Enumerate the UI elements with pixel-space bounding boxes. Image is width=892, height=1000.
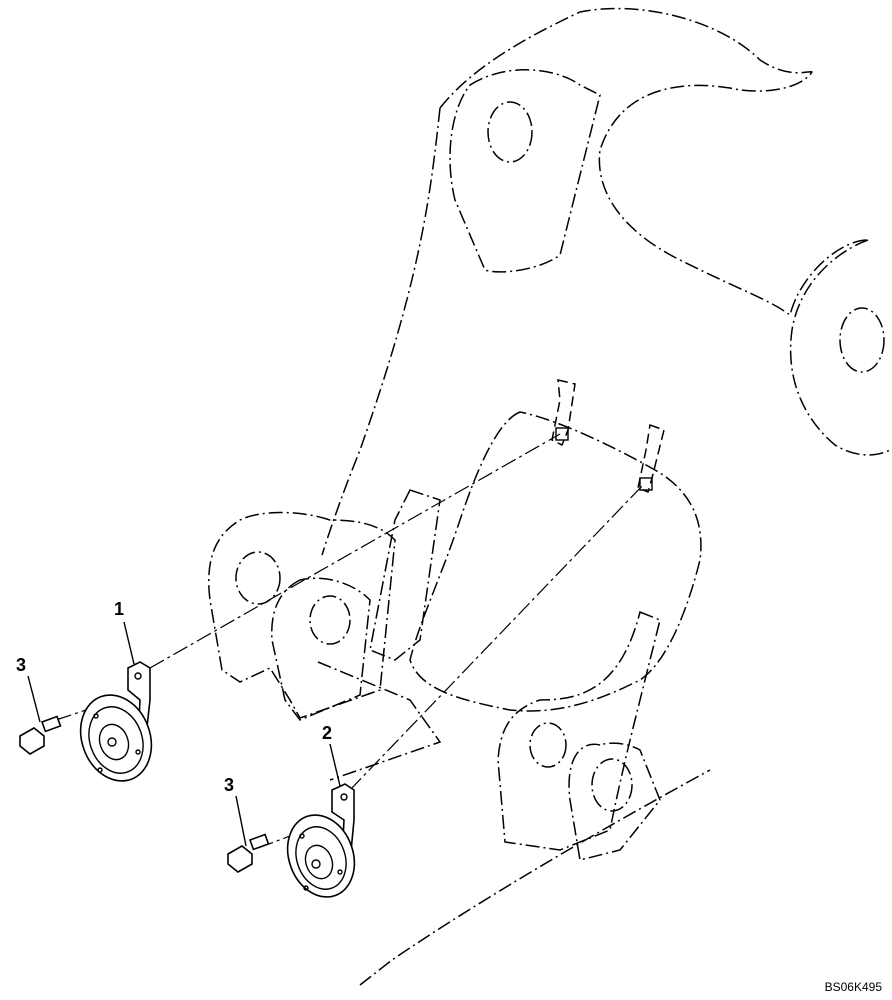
lower-block-mid-bore (309, 595, 351, 645)
frame-base-line (317, 661, 442, 781)
lower-block-mid-face (271, 577, 371, 721)
assembly-line-horn-2 (349, 483, 645, 791)
leader-1 (123, 621, 135, 665)
leader-3-lower (235, 795, 247, 847)
lower-block-right (497, 610, 661, 851)
lower-block-right-bore-a (529, 722, 567, 768)
leader-2 (329, 743, 341, 787)
lower-block-right-bore-b (591, 758, 633, 812)
upper-arm-inner (449, 69, 601, 273)
callout-3-lower: 3 (224, 775, 235, 795)
lower-block-left-bore (235, 551, 281, 605)
upper-arm-outline (321, 107, 441, 556)
lower-block-left (208, 511, 396, 719)
drawing-code: BS06K495 (824, 980, 882, 994)
lower-block-right-lug (568, 742, 661, 861)
tab-hole-right (639, 477, 653, 491)
lower-block-mid (369, 489, 441, 661)
callout-2: 2 (322, 723, 333, 743)
right-lug-bore (839, 307, 885, 373)
horn-2 (286, 783, 356, 898)
mounting-plate-outline (409, 411, 702, 712)
bolt-2 (227, 833, 270, 873)
horn-1 (79, 661, 153, 782)
callout-1: 1 (114, 599, 125, 619)
frame-bottom-edge (359, 769, 711, 986)
leader-3-upper (27, 675, 41, 723)
bolt-1 (19, 715, 62, 755)
mounting-tab-left (551, 379, 576, 447)
callout-3-upper: 3 (16, 655, 27, 675)
tab-hole-left (555, 427, 569, 441)
frame-right-lug (789, 239, 891, 456)
mounting-tab-right (637, 423, 665, 494)
frame-top-outline (439, 7, 869, 317)
assembly-line-horn-1 (149, 433, 561, 669)
upper-arm-bore (487, 101, 533, 163)
